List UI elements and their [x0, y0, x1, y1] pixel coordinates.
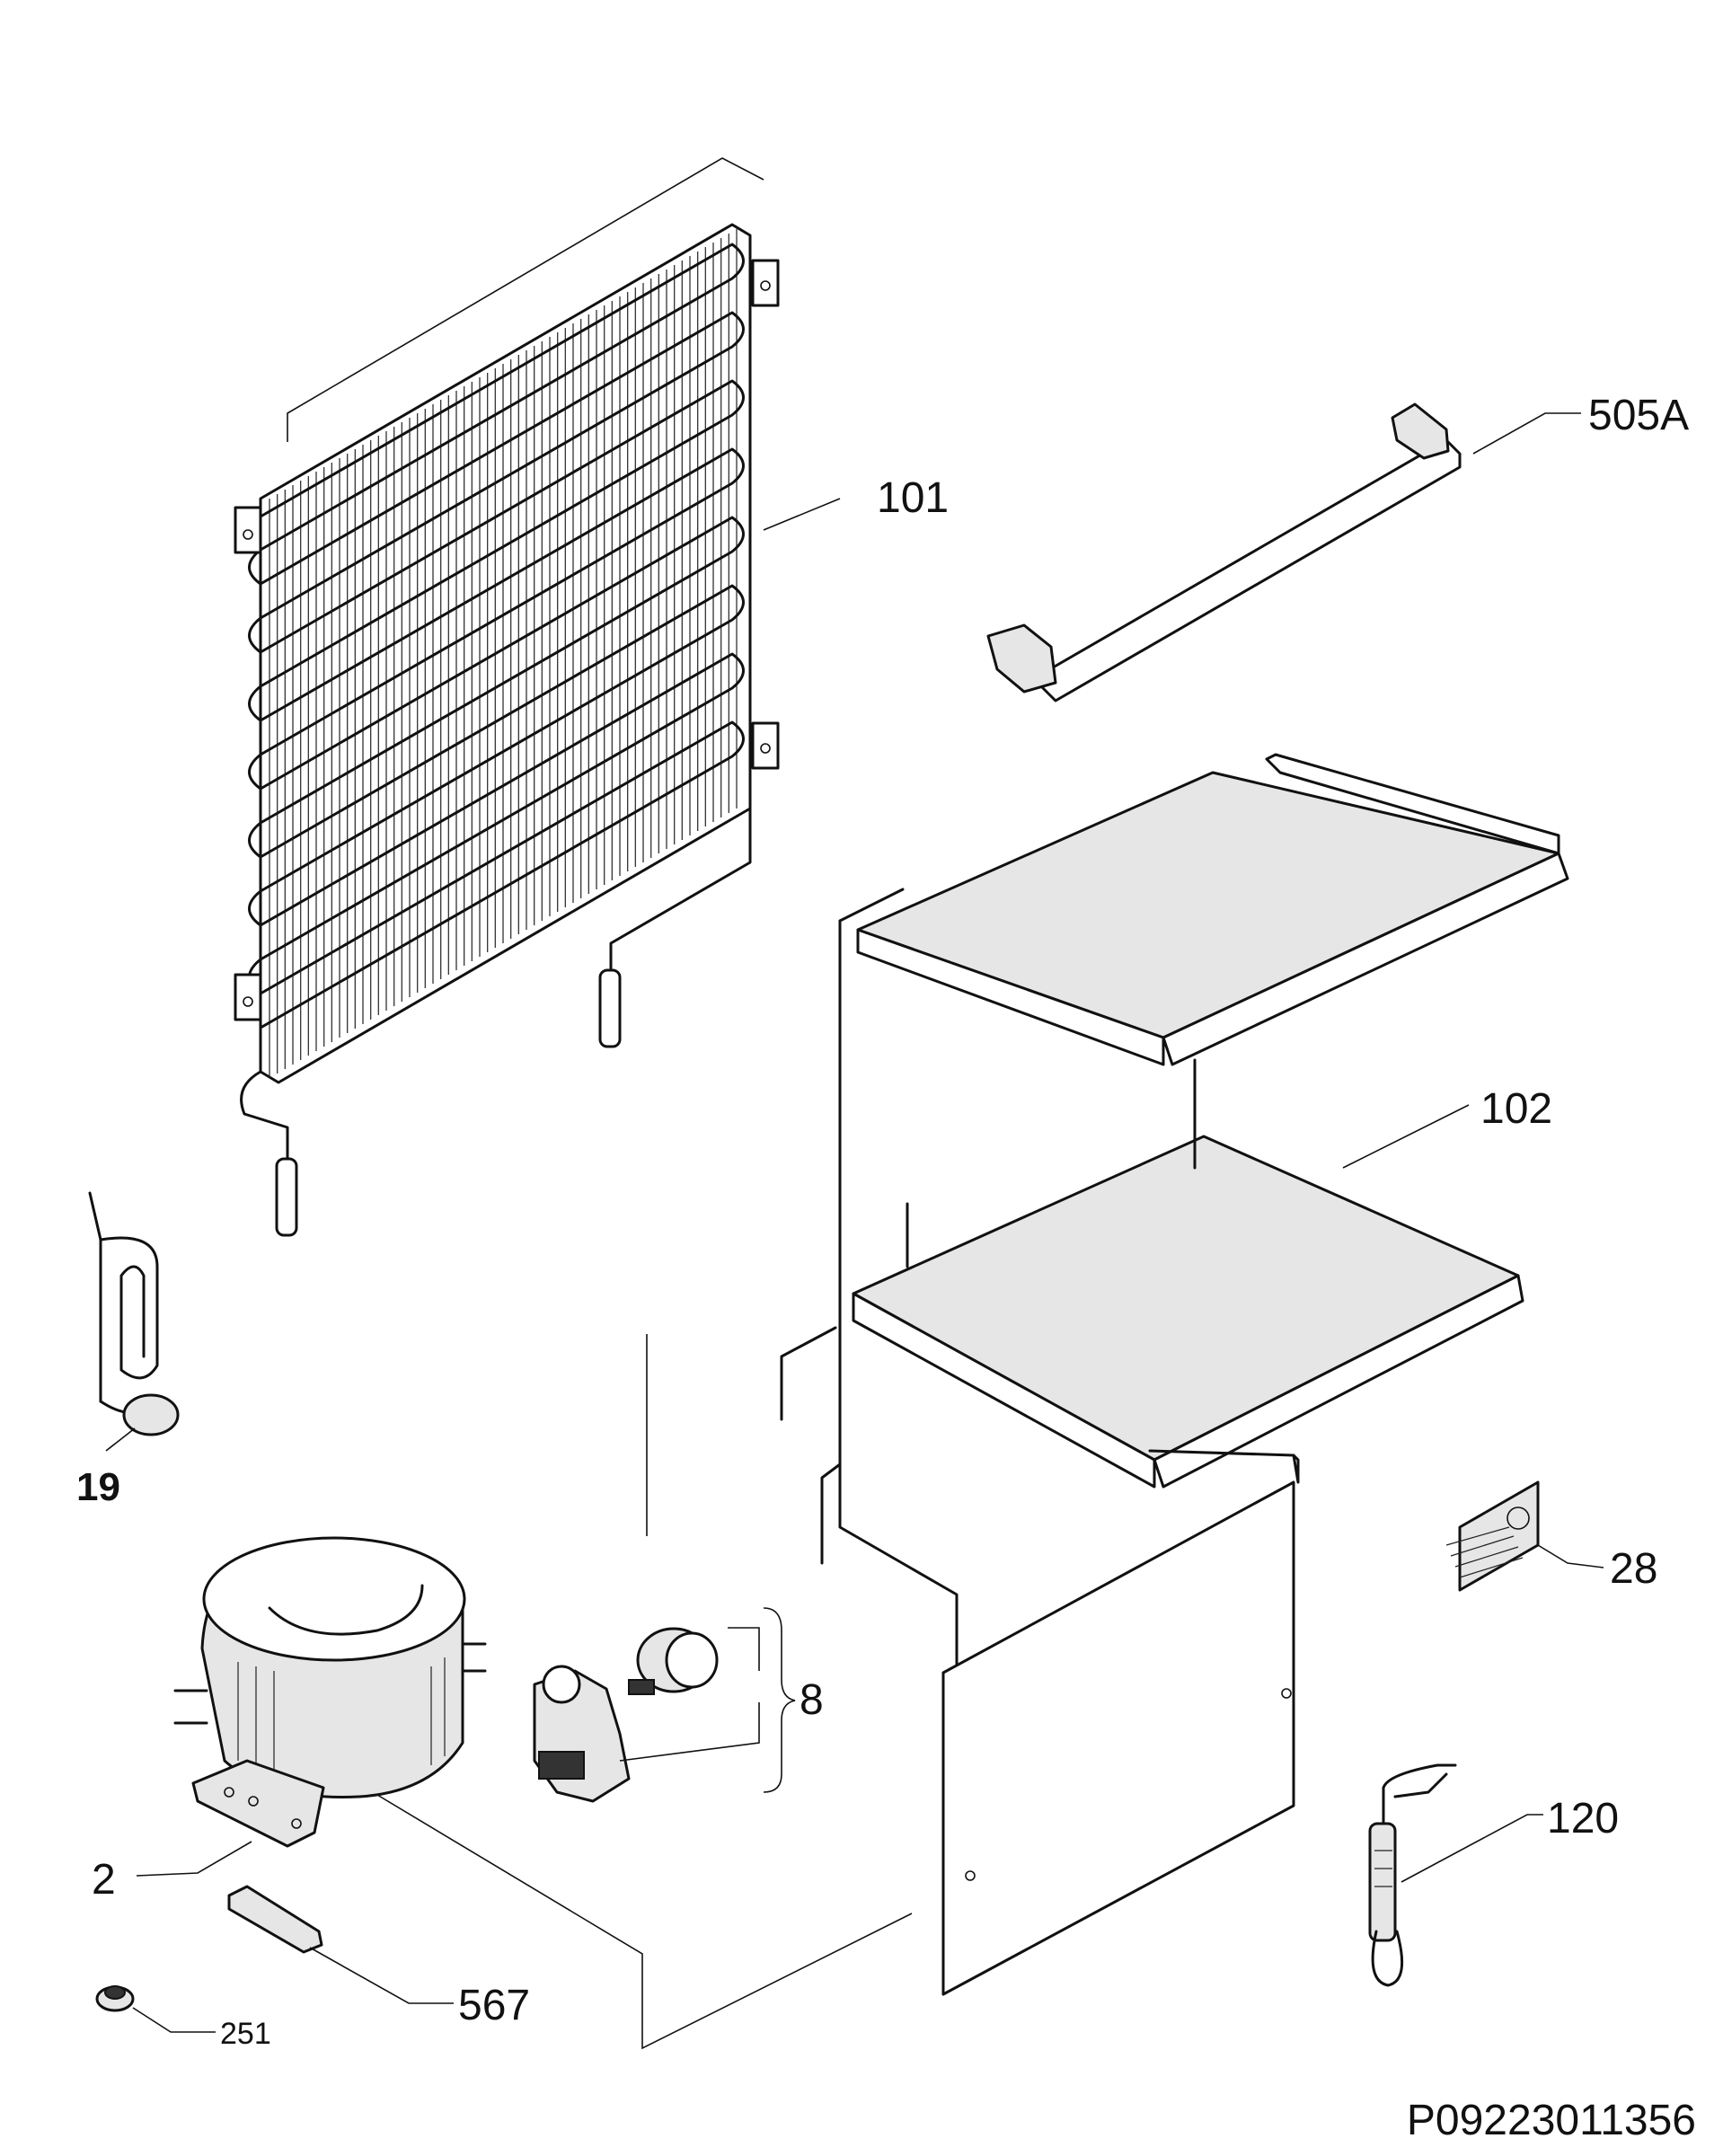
condenser-wires	[269, 229, 738, 1078]
label-101: 101	[877, 474, 949, 522]
thermostat-clip-part: 28	[1445, 1480, 1657, 1593]
compressor-part: 2	[92, 1536, 487, 1904]
bracket-part: 567	[227, 1885, 530, 2029]
shelf-frame-part: 102	[372, 753, 1569, 2050]
label-120: 120	[1547, 1795, 1619, 1842]
label-102: 102	[1480, 1085, 1552, 1133]
label-28: 28	[1610, 1545, 1657, 1593]
power-cable-part: 19	[76, 1191, 180, 1509]
label-505a: 505A	[1588, 392, 1689, 439]
handle-part: 505A	[986, 392, 1689, 702]
condenser-tubes	[248, 243, 745, 1029]
rubber-grommet-part: 251	[95, 1985, 271, 2051]
starter-relay-part: 8	[533, 1607, 824, 1803]
label-251: 251	[220, 2017, 271, 2051]
drawing-code: P09223011356	[1407, 2097, 1696, 2144]
label-19: 19	[76, 1465, 120, 1509]
dryer-filter-part: 120	[1368, 1763, 1619, 1987]
label-567: 567	[458, 1982, 530, 2029]
condenser-part: 101	[234, 157, 949, 1237]
label-8: 8	[800, 1676, 824, 1724]
label-2: 2	[92, 1856, 116, 1904]
